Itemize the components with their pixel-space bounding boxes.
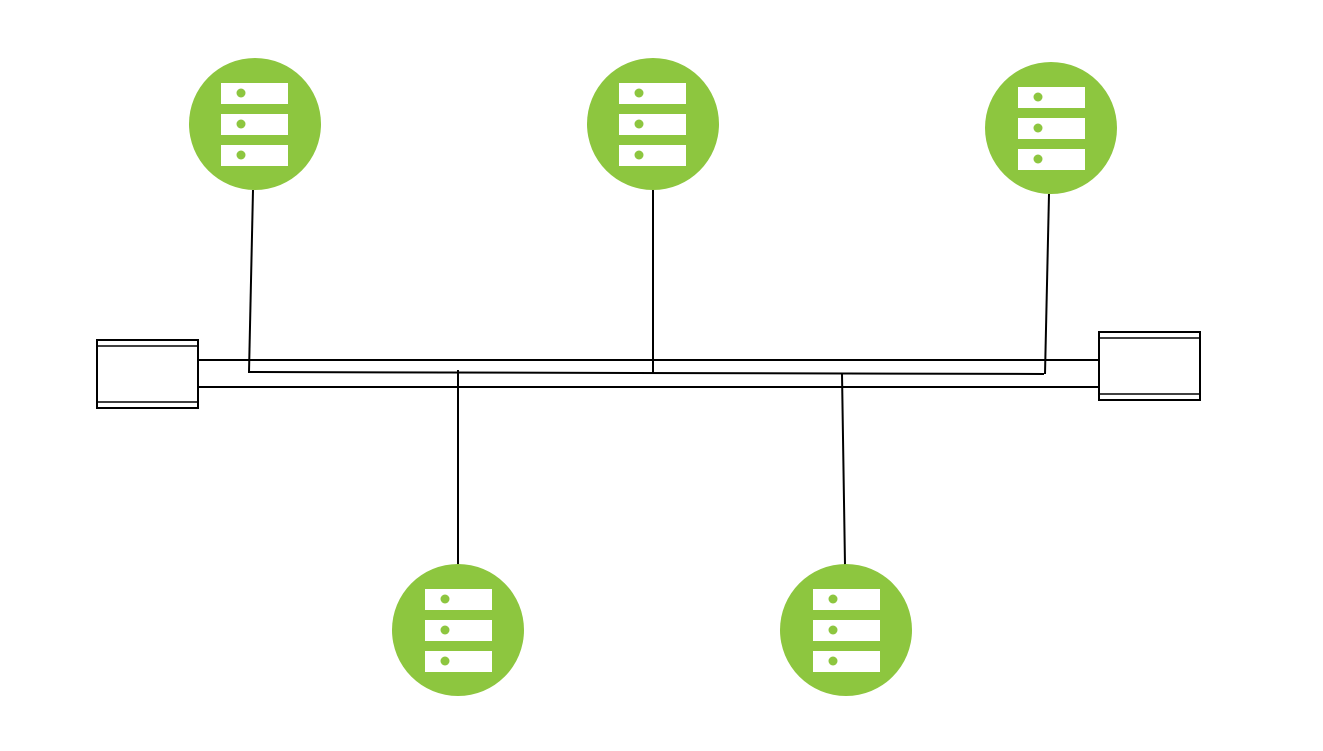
server-top-1 xyxy=(189,58,321,190)
server-top-2 xyxy=(587,58,719,190)
server-rack-unit-2 xyxy=(1018,118,1085,139)
server-led-1 xyxy=(236,88,246,98)
server-rack-unit-3 xyxy=(813,651,880,672)
server-top-3 xyxy=(985,62,1117,194)
terminator-icon xyxy=(96,339,199,409)
drop-cable-top-3 xyxy=(1044,193,1050,375)
server-rack-unit-1 xyxy=(619,83,686,104)
server-rack-unit-2 xyxy=(619,114,686,135)
server-rack-unit-1 xyxy=(1018,87,1085,108)
server-led-3 xyxy=(828,656,838,666)
server-led-2 xyxy=(236,119,246,129)
server-rack-unit-3 xyxy=(221,145,288,166)
server-rack-unit-3 xyxy=(619,145,686,166)
server-rack-unit-1 xyxy=(425,589,492,610)
server-rack-unit-2 xyxy=(425,620,492,641)
server-rack-unit-1 xyxy=(813,589,880,610)
server-rack-unit-3 xyxy=(425,651,492,672)
server-rack-unit-1 xyxy=(221,83,288,104)
server-led-3 xyxy=(1033,154,1043,164)
terminator-icon xyxy=(1098,331,1201,401)
drop-cable-bottom-2 xyxy=(841,373,846,566)
server-led-1 xyxy=(828,594,838,604)
server-led-2 xyxy=(1033,123,1043,133)
server-rack-unit-2 xyxy=(221,114,288,135)
drop-cables xyxy=(248,189,1050,566)
server-led-1 xyxy=(1033,92,1043,102)
drop-cable-top-1 xyxy=(248,189,254,373)
server-led-2 xyxy=(828,625,838,635)
server-led-1 xyxy=(634,88,644,98)
bus-core-line xyxy=(247,371,1045,375)
server-led-2 xyxy=(634,119,644,129)
server-bottom-1 xyxy=(392,564,524,696)
terminator-right xyxy=(1098,331,1201,401)
server-bottom-2 xyxy=(780,564,912,696)
server-led-3 xyxy=(236,150,246,160)
server-led-1 xyxy=(440,594,450,604)
server-led-2 xyxy=(440,625,450,635)
server-rack-unit-3 xyxy=(1018,149,1085,170)
terminator-left xyxy=(96,339,199,409)
server-led-3 xyxy=(440,656,450,666)
server-led-3 xyxy=(634,150,644,160)
bus-cable xyxy=(198,359,1100,388)
server-rack-unit-2 xyxy=(813,620,880,641)
